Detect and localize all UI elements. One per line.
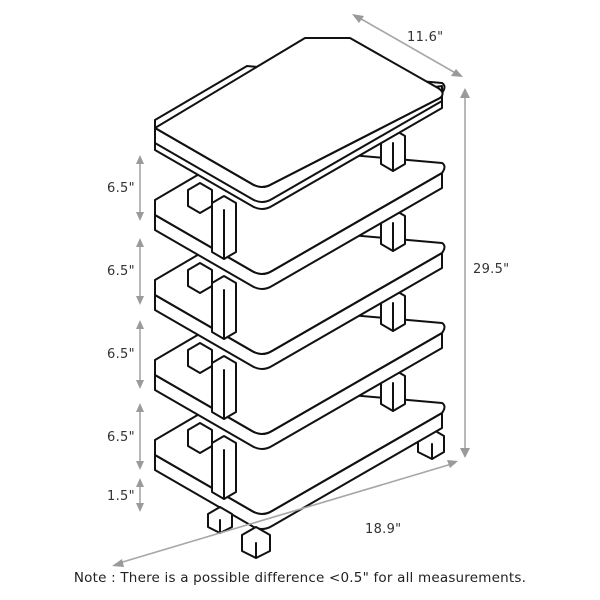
base-clearance-label: 1.5" xyxy=(107,489,135,504)
width-dimension-line xyxy=(115,462,456,565)
tier-gap-dimension-3 xyxy=(136,320,144,389)
depth-dimension-line xyxy=(355,15,460,76)
tier-gap-dimension-2 xyxy=(136,238,144,305)
arrow-icon xyxy=(451,69,463,77)
tier-gap-label-2: 6.5" xyxy=(107,264,135,279)
arrow-icon xyxy=(460,448,470,458)
arrow-icon xyxy=(352,14,364,23)
height-label: 29.5" xyxy=(473,262,510,277)
depth-label: 11.6" xyxy=(407,30,444,45)
measurement-note: Note : There is a possible difference <0… xyxy=(73,570,527,586)
tier-gap-label-4: 6.5" xyxy=(107,430,135,445)
shelf-drawing xyxy=(154,37,446,559)
dimension-lines xyxy=(112,14,470,567)
arrow-icon xyxy=(112,559,124,567)
arrow-icon xyxy=(447,460,458,468)
width-label: 18.9" xyxy=(365,522,402,537)
arrow-icon xyxy=(460,88,470,98)
tier-gap-label-3: 6.5" xyxy=(107,347,135,362)
foot-front-left xyxy=(207,506,233,534)
tier-gap-label-1: 6.5" xyxy=(107,181,135,196)
base-clearance-dimension xyxy=(136,478,144,512)
tier-gap-dimension-1 xyxy=(136,155,144,221)
tier-gap-dimension-4 xyxy=(136,403,144,470)
foot-front-center xyxy=(241,526,271,559)
shelf-top-panel xyxy=(154,37,444,203)
